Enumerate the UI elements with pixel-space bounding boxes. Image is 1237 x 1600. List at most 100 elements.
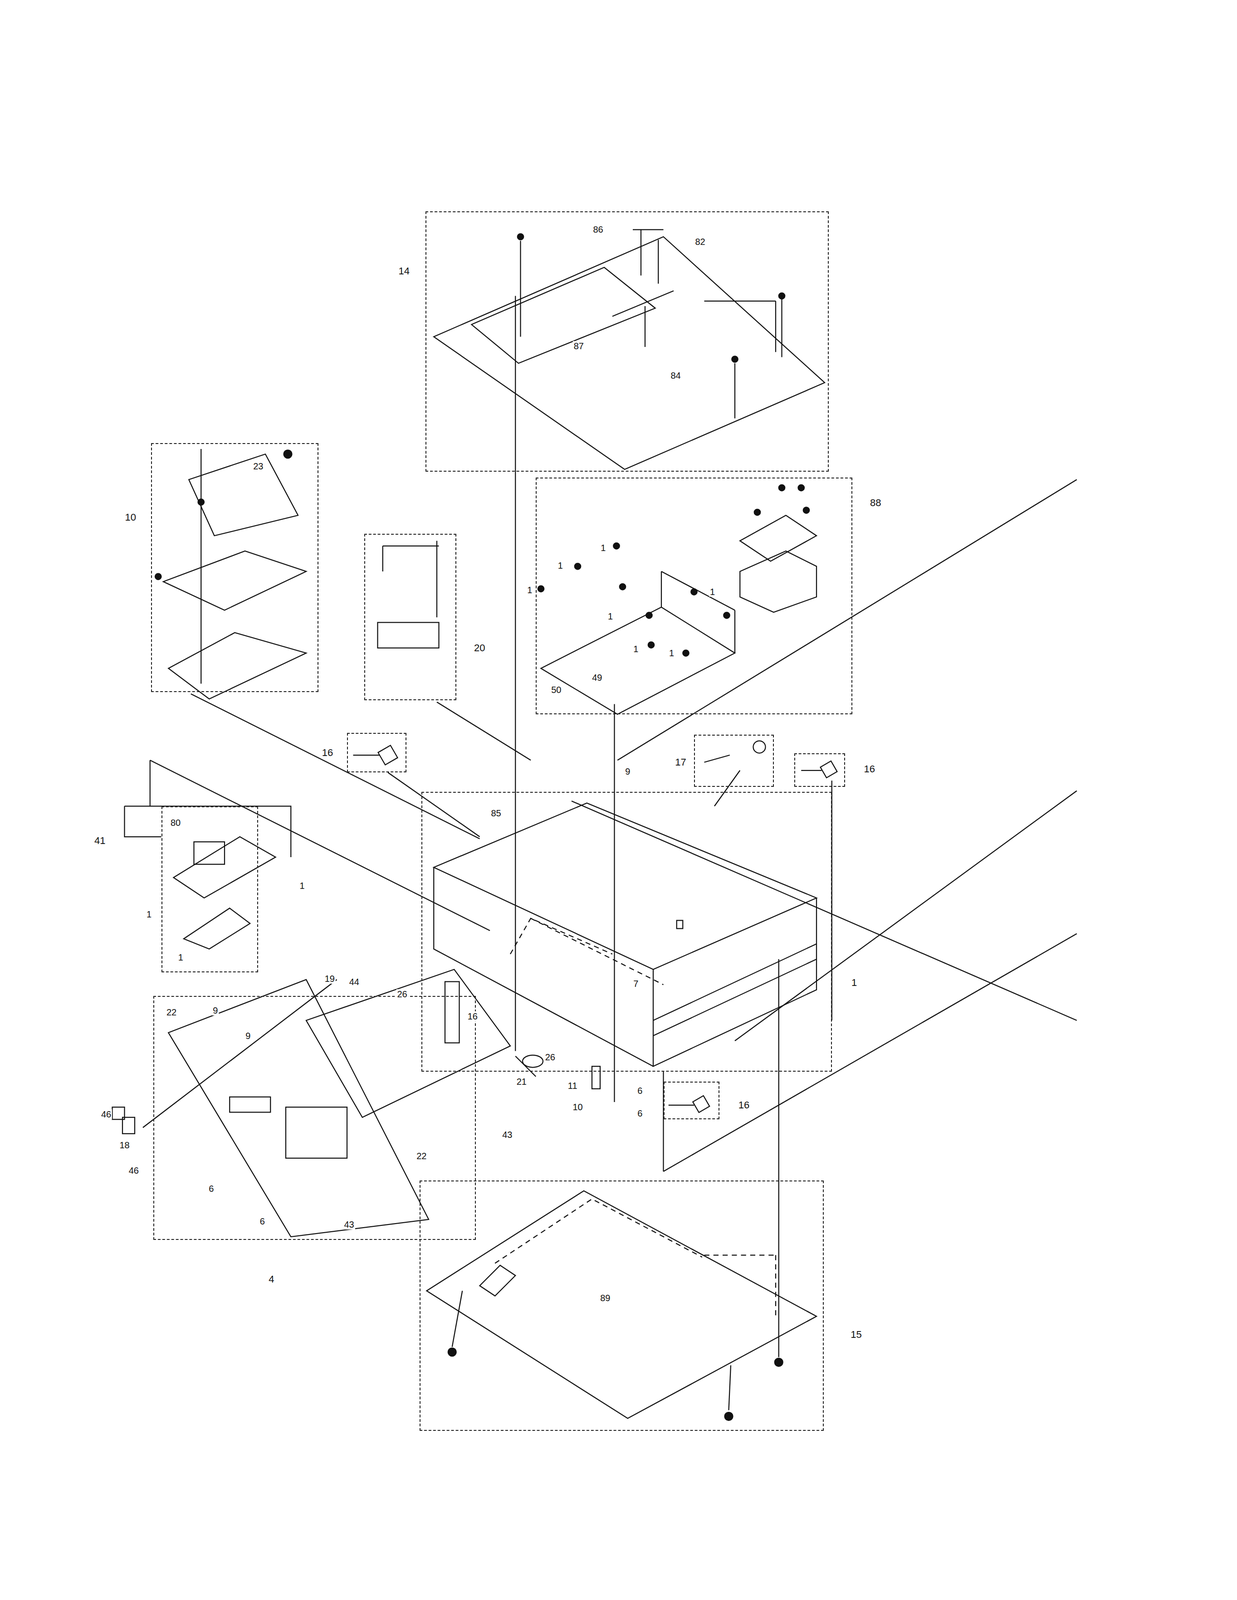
drawing-stroke	[723, 612, 730, 619]
drawing-stroke	[739, 551, 817, 613]
drawing-stroke	[645, 612, 653, 619]
drawing-stroke	[704, 1254, 777, 1256]
callout-number: 6	[259, 1216, 266, 1227]
group-box: 16	[794, 753, 846, 788]
drawing-stroke	[731, 356, 739, 363]
callout-number: 18	[118, 1140, 131, 1151]
drawing-stroke	[591, 1066, 601, 1090]
callout-number: 26	[396, 989, 408, 1000]
drawing-stroke	[382, 545, 440, 547]
drawing-stroke	[653, 943, 817, 1021]
callout-number: 88	[868, 497, 883, 509]
drawing-stroke	[194, 841, 225, 865]
drawing-stroke	[704, 755, 730, 763]
bottom-cover	[426, 1191, 817, 1419]
callout-number: 10	[123, 511, 138, 523]
drawing-stroke	[494, 1199, 703, 1264]
drawing-stroke	[734, 791, 1077, 1042]
drawing-stroke	[198, 498, 205, 506]
drawing-stroke	[173, 836, 276, 899]
drawing-stroke	[734, 610, 736, 654]
drawing-stroke	[653, 898, 817, 1067]
callout-number: 87	[572, 341, 585, 352]
callout-number: 14	[397, 265, 411, 277]
drawing-stroke	[571, 801, 1077, 1021]
callout-number: 1	[850, 977, 859, 988]
callout-number: 1	[708, 586, 716, 597]
callout-number: 16	[737, 1099, 751, 1111]
pcb	[541, 607, 736, 715]
drawing-stroke	[522, 1055, 543, 1068]
callout-number: 15	[849, 1329, 863, 1341]
callout-number: 16	[466, 1011, 479, 1022]
drawing-stroke	[155, 573, 162, 581]
drawing-stroke	[377, 745, 398, 765]
callout-number: 21	[515, 1076, 528, 1087]
group-box: 1	[421, 792, 832, 1072]
callout-number: 11	[567, 1080, 579, 1091]
callout-number: 6	[636, 1085, 644, 1096]
drawing-stroke	[124, 806, 162, 838]
drawing-stroke	[183, 908, 250, 950]
front-panel	[168, 979, 429, 1237]
drawing-stroke	[663, 933, 1077, 1172]
drawing-stroke	[515, 1056, 536, 1077]
drawing-stroke	[728, 1365, 732, 1411]
drawing-stroke	[778, 293, 786, 300]
drawing-stroke	[285, 1107, 348, 1159]
drawing-stroke	[692, 1095, 710, 1113]
callout-number: 1	[526, 585, 533, 596]
callout-number: 84	[669, 370, 682, 381]
callout-number: 19	[323, 973, 336, 984]
callout-number: 6	[636, 1108, 644, 1119]
group-box: 16	[663, 1081, 720, 1120]
callout-number: 86	[591, 224, 604, 235]
drawing-stroke	[801, 770, 822, 772]
drawing-stroke	[781, 298, 783, 358]
drawing-stroke	[657, 239, 659, 284]
drawing-stroke	[574, 563, 582, 570]
drawing-stroke	[775, 301, 777, 353]
drawing-stroke	[510, 918, 613, 955]
group-box: 10	[151, 443, 319, 693]
callout-number: 4	[267, 1274, 276, 1286]
callout-number: 49	[591, 672, 603, 683]
drawing-stroke	[436, 541, 438, 618]
group-box: 20	[364, 533, 457, 701]
callout-number: 22	[165, 1007, 178, 1018]
drawing-stroke	[640, 229, 642, 276]
callout-number: 43	[342, 1219, 355, 1230]
callout-number: 1	[668, 648, 675, 659]
drawing-stroke	[704, 300, 777, 302]
callout-number: 9	[211, 1005, 219, 1016]
drawing-stroke	[798, 484, 805, 492]
drawing-stroke	[124, 806, 292, 858]
callout-number: 41	[92, 835, 107, 847]
drawing-stroke	[149, 760, 151, 807]
group-box: 41	[161, 806, 259, 973]
drawing-stroke	[537, 586, 545, 593]
group-box: 4	[153, 996, 476, 1241]
drawing-stroke	[648, 641, 655, 649]
callout-number: 1	[632, 644, 640, 655]
callout-number: 89	[599, 1293, 612, 1304]
drawing-stroke	[661, 571, 735, 611]
drawing-stroke	[514, 296, 516, 1052]
drawing-stroke	[775, 1255, 777, 1317]
drawing-stroke	[714, 770, 740, 807]
drawing-stroke	[519, 240, 521, 338]
drawing-stroke	[163, 551, 307, 611]
group-box: 15	[419, 1180, 824, 1431]
drawing-stroke	[803, 507, 810, 514]
drawing-stroke	[676, 920, 684, 929]
front-board	[306, 969, 511, 1118]
drawing-stroke	[690, 588, 698, 596]
drawing-stroke	[444, 982, 460, 1044]
callout-number: 9	[244, 1031, 252, 1042]
callout-number: 1	[599, 542, 607, 553]
drawing-stroke	[734, 363, 736, 419]
callout-number: 43	[501, 1129, 514, 1140]
callout-number: 1	[145, 909, 153, 920]
